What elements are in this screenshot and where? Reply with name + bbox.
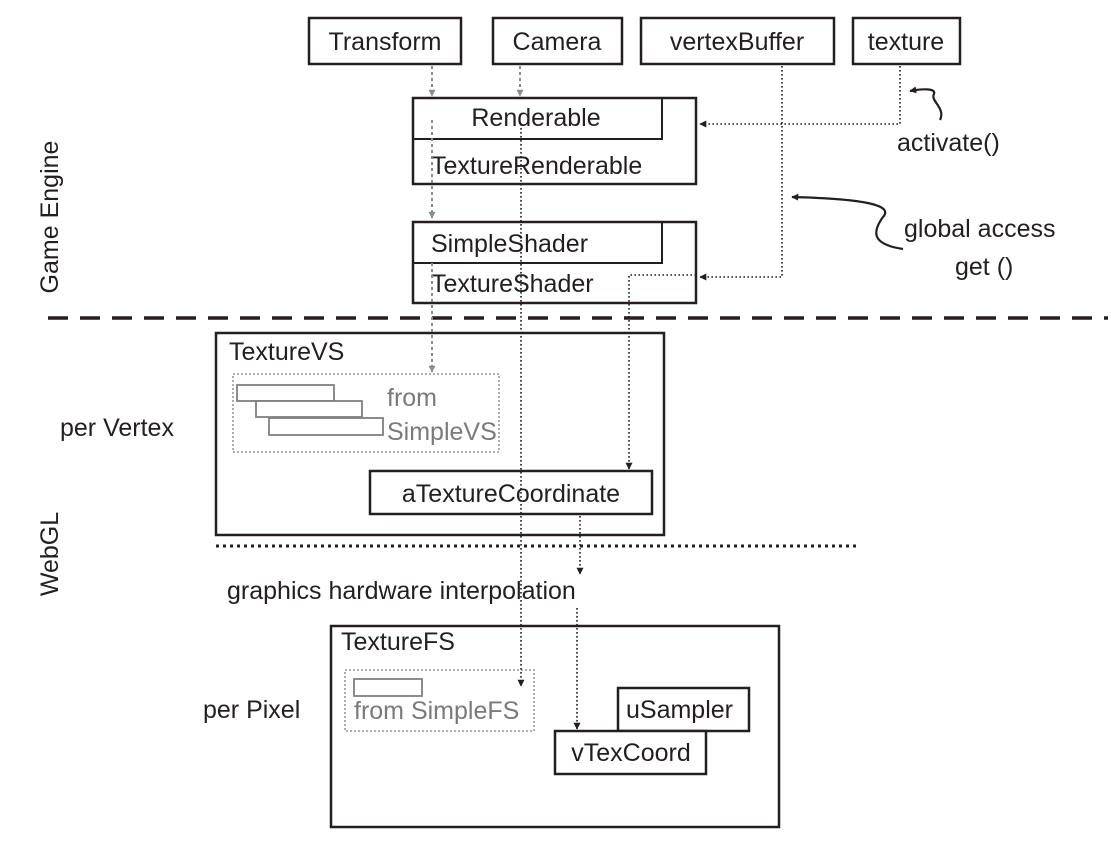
webgl-label: WebGL xyxy=(36,512,64,596)
a-texture-coordinate-box xyxy=(368,469,654,516)
simple-vs-block-1 xyxy=(236,384,335,402)
v-tex-coord-box xyxy=(553,729,708,776)
transform-box: Transform xyxy=(307,16,463,66)
renderable-label: Renderable xyxy=(471,104,600,132)
vertex-buffer-box: vertexBuffer xyxy=(639,16,836,66)
u-sampler-box xyxy=(616,686,751,733)
texture-vs-title: TextureVS xyxy=(229,338,344,366)
texture-label: texture xyxy=(868,28,944,56)
texture-fs-box: TextureFS from SimpleFS uSampler vTexCoo… xyxy=(329,624,781,829)
texture-shader-box: SimpleShader TextureShader xyxy=(411,220,698,305)
interpolation-label: graphics hardware interpolation xyxy=(227,577,576,605)
from-simple-fs-label: from SimpleFS xyxy=(354,697,519,725)
transform-label: Transform xyxy=(329,28,442,56)
simple-vs-label: SimpleVS xyxy=(387,418,497,446)
simple-fs-region xyxy=(344,669,535,732)
activate-label: activate() xyxy=(897,129,1000,157)
texture-renderable-box: Renderable TextureRenderable xyxy=(411,96,698,186)
texture-renderable-label: TextureRenderable xyxy=(431,152,642,180)
simple-vs-block-3 xyxy=(268,417,384,436)
per-vertex-label: per Vertex xyxy=(60,414,174,442)
simple-vs-block-2 xyxy=(255,400,363,418)
vertex-buffer-to-shader-arrow xyxy=(699,66,783,281)
texture-vs-box: TextureVS from SimpleVS aTextureCoordina… xyxy=(214,331,666,537)
game-engine-label: Game Engine xyxy=(36,141,64,294)
from-label: from xyxy=(387,384,437,412)
simple-shader-label: SimpleShader xyxy=(431,230,588,258)
texture-box: texture xyxy=(851,16,962,66)
global-access-label: global access xyxy=(904,215,1055,243)
texture-fs-title: TextureFS xyxy=(341,628,455,656)
v-tex-coord-label: vTexCoord xyxy=(571,739,691,767)
simple-vs-region xyxy=(232,373,500,453)
vertex-buffer-label: vertexBuffer xyxy=(670,28,804,56)
camera-label: Camera xyxy=(513,28,602,56)
global-access-squiggle xyxy=(791,193,904,251)
texture-to-renderable-arrow xyxy=(699,66,901,128)
a-texture-coordinate-label: aTextureCoordinate xyxy=(402,480,620,508)
camera-box: Camera xyxy=(491,16,624,66)
get-label: get () xyxy=(955,253,1013,281)
per-pixel-label: per Pixel xyxy=(203,696,300,724)
texture-shader-label: TextureShader xyxy=(431,270,594,298)
activate-squiggle xyxy=(909,86,943,121)
u-sampler-label: uSampler xyxy=(626,696,733,724)
simple-fs-block xyxy=(353,678,423,697)
shader-to-attribute-arrow xyxy=(625,274,696,470)
